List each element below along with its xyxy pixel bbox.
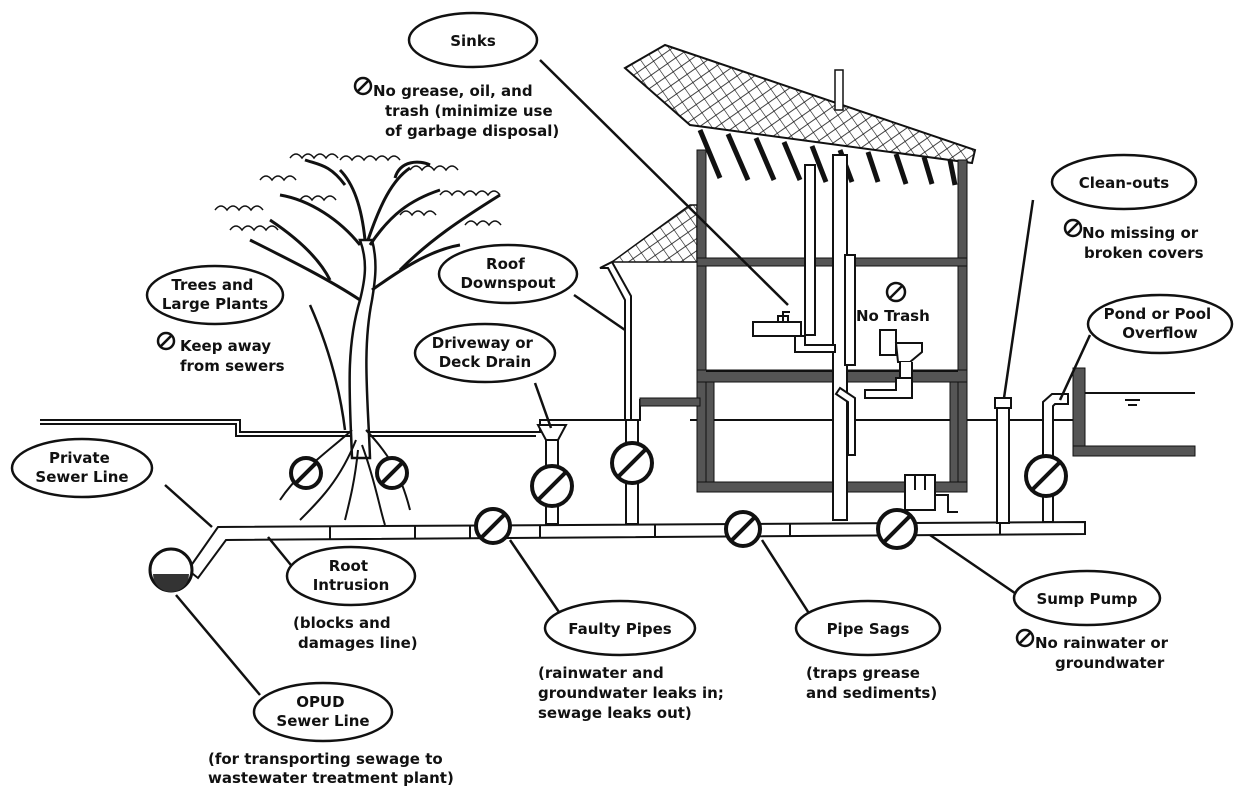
- prohibition-icon: [156, 331, 176, 351]
- callout-sump-pump-label: Sump Pump: [1036, 590, 1137, 608]
- callout-faulty-pipes: Faulty Pipes: [543, 599, 697, 657]
- callout-pond-pool: Pond or Pool Overflow: [1086, 293, 1234, 355]
- prohibition-icon: [375, 456, 409, 490]
- callout-trees: Trees and Large Plants: [145, 264, 285, 326]
- callout-pipe-sags: Pipe Sags: [794, 599, 942, 657]
- house-cutaway-icon: [609, 43, 977, 521]
- callout-sump-pump: Sump Pump: [1012, 569, 1162, 627]
- manhole-icon: [148, 547, 194, 593]
- pond-pool: [1072, 367, 1196, 457]
- callout-root-intrusion-label: Root Intrusion: [313, 557, 390, 594]
- note-no-trash: No Trash: [856, 307, 930, 325]
- callout-private-sewer: Private Sewer Line: [10, 437, 154, 499]
- note-trees-text: Keep away from sewers: [180, 337, 285, 375]
- callout-sinks: Sinks: [407, 11, 539, 69]
- note-root-intrusion-text: (blocks and damages line): [293, 614, 418, 652]
- note-sinks: No grease, oil, and trash (minimize use …: [373, 82, 559, 140]
- tree-icon: [214, 153, 502, 526]
- callout-private-sewer-label: Private Sewer Line: [35, 449, 128, 486]
- note-faulty-pipes: (rainwater and groundwater leaks in; sew…: [538, 664, 729, 722]
- note-sump-pump: No rainwater or groundwater: [1035, 634, 1173, 672]
- callout-driveway-drain: Driveway or Deck Drain: [413, 322, 557, 384]
- callout-root-intrusion: Root Intrusion: [285, 545, 417, 607]
- prohibition-icon: [610, 441, 654, 485]
- callout-clean-outs: Clean-outs: [1050, 153, 1198, 211]
- prohibition-icon: [289, 456, 323, 490]
- prohibition-icon: [474, 507, 512, 545]
- callout-sinks-label: Sinks: [450, 32, 496, 50]
- prohibition-icons: [156, 76, 1083, 648]
- note-clean-outs: No missing or broken covers: [1082, 224, 1204, 262]
- ground-surface: [40, 392, 1195, 437]
- prohibition-icon: [876, 508, 918, 550]
- note-pipe-sags-text: (traps grease and sediments): [806, 664, 937, 702]
- callout-pipe-sags-label: Pipe Sags: [827, 620, 910, 638]
- note-pipe-sags: (traps grease and sediments): [806, 664, 937, 702]
- leader-lines: [164, 59, 1092, 696]
- note-sinks-text: No grease, oil, and trash (minimize use …: [373, 82, 559, 140]
- prohibition-icon: [1063, 218, 1083, 238]
- callout-opud-sewer-label: OPUD Sewer Line: [276, 693, 369, 730]
- sink-icon: [752, 311, 836, 353]
- prohibition-icon: [353, 76, 373, 96]
- callout-trees-label: Trees and Large Plants: [162, 276, 268, 313]
- note-faulty-pipes-text: (rainwater and groundwater leaks in; sew…: [538, 664, 729, 722]
- note-sump-pump-text: No rainwater or groundwater: [1035, 634, 1173, 672]
- callout-roof-downspout: Roof Downspout: [437, 243, 579, 305]
- prohibition-icon: [885, 281, 907, 303]
- note-clean-outs-text: No missing or broken covers: [1082, 224, 1204, 262]
- callout-driveway-drain-label: Driveway or Deck Drain: [432, 334, 538, 371]
- callout-clean-outs-label: Clean-outs: [1079, 174, 1170, 192]
- prohibition-icon: [1024, 454, 1068, 498]
- note-trees: Keep away from sewers: [180, 337, 285, 375]
- note-opud-sewer: (for transporting sewage to wastewater t…: [208, 750, 454, 787]
- toilet-icon: [879, 329, 923, 379]
- prohibition-icon: [530, 464, 574, 508]
- prohibition-icon: [724, 510, 762, 548]
- callout-roof-downspout-label: Roof Downspout: [460, 255, 555, 292]
- note-opud-sewer-text: (for transporting sewage to wastewater t…: [208, 750, 454, 787]
- note-root-intrusion: (blocks and damages line): [293, 614, 418, 652]
- callout-opud-sewer: OPUD Sewer Line: [252, 681, 394, 743]
- callout-faulty-pipes-label: Faulty Pipes: [568, 620, 672, 638]
- prohibition-icon: [1015, 628, 1035, 648]
- note-no-trash-text: No Trash: [856, 307, 930, 325]
- callout-pond-pool-label: Pond or Pool Overflow: [1104, 305, 1217, 342]
